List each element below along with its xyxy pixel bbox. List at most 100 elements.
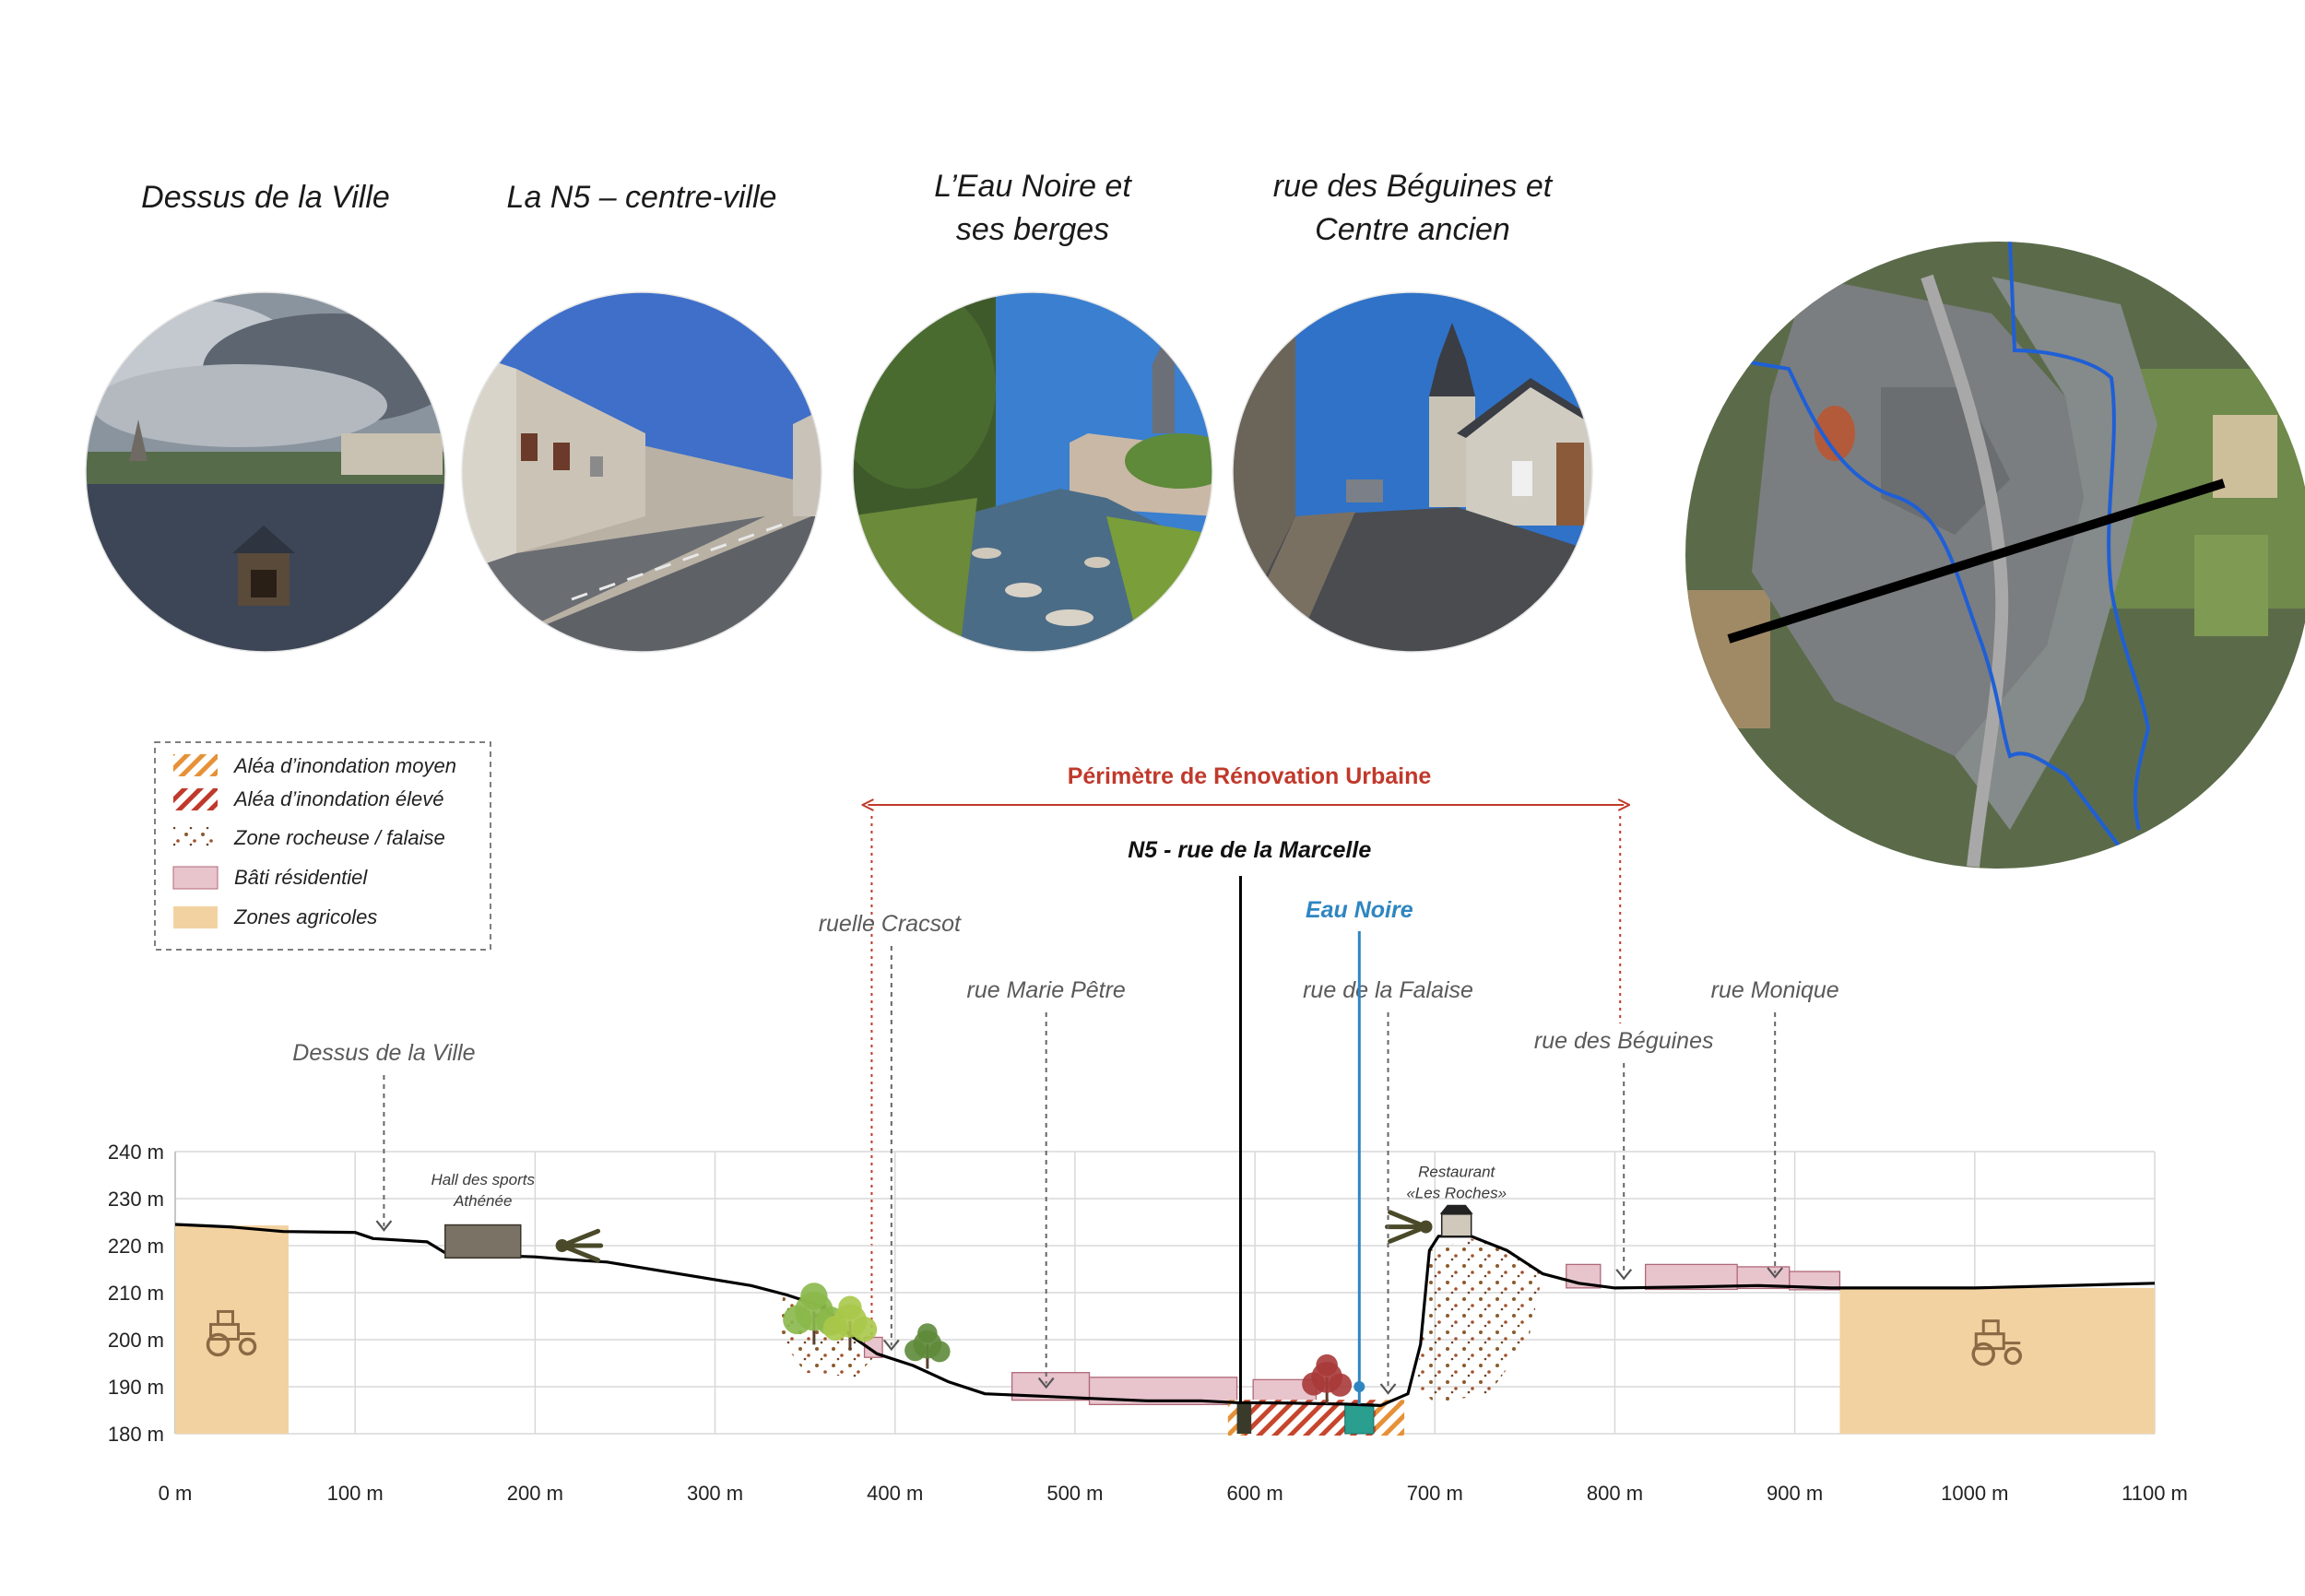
street-label: Dessus de la Ville (292, 1040, 475, 1066)
photo-title-n5-centre-ville: La N5 – centre-ville (507, 180, 777, 215)
street-arrowhead (1767, 1267, 1784, 1279)
photo-title-beguines-line2: Centre ancien (1315, 212, 1510, 247)
x-tick-label: 300 m (687, 1482, 743, 1505)
x-tick-label: 800 m (1587, 1482, 1643, 1505)
tractor-icon (206, 1309, 257, 1357)
x-tick-label: 600 m (1227, 1482, 1283, 1505)
street-label: rue Marie Pêtre (967, 977, 1126, 1003)
rock-zone-cliff (1416, 1238, 1543, 1403)
viewpoint-ray (560, 1243, 601, 1263)
n5-label: N5 - rue de la Marcelle (1128, 837, 1371, 863)
tree-crown (917, 1323, 938, 1343)
tree-crown (838, 1295, 862, 1320)
y-tick-label: 180 m (108, 1423, 164, 1446)
street-arrowhead (375, 1220, 393, 1232)
photo-rue-des-beguines (1233, 292, 1592, 652)
tree-crown (1302, 1372, 1326, 1396)
eau-noire-label: Eau Noire (1306, 897, 1413, 923)
street-label: rue des Béguines (1534, 1028, 1714, 1054)
agricultural-zone-right (1839, 1287, 2155, 1434)
tree-crown (1328, 1373, 1353, 1397)
viewpoint-icon (1385, 1210, 1433, 1244)
restaurant-label-line1: Restaurant (1418, 1164, 1495, 1181)
street-label: rue Monique (1711, 977, 1839, 1003)
tree-crown (783, 1305, 812, 1335)
viewpoint-icon (555, 1228, 604, 1263)
x-tick-label: 100 m (327, 1482, 384, 1505)
photo-frame (852, 291, 1213, 653)
perimeter-label: Périmètre de Rénovation Urbaine (1068, 763, 1432, 789)
x-tick-label: 1100 m (2122, 1482, 2188, 1505)
tree-crown (904, 1340, 927, 1362)
tractor-wheel (238, 1337, 257, 1356)
street-markers: ruelle Cracsot rue Marie Pêtre rue de la F… (292, 911, 1839, 1395)
legend-swatch-flood-high (173, 788, 218, 810)
agricultural-zone-left (175, 1225, 289, 1434)
aerial-map (1685, 242, 2305, 869)
section-cut-line (1727, 479, 2226, 644)
tree-crown (928, 1341, 951, 1363)
tree-crown (1316, 1354, 1338, 1377)
hall-label-line1: Hall des sports (431, 1171, 536, 1188)
legend-frame (154, 741, 491, 951)
x-tick-label: 200 m (507, 1482, 563, 1505)
y-tick-label: 210 m (108, 1282, 164, 1305)
x-tick-label: 900 m (1767, 1482, 1823, 1505)
restaurant-label-line2: «Les Roches» (1406, 1185, 1507, 1202)
viewpoint-ray (1388, 1224, 1429, 1244)
x-tick-label: 1000 m (1941, 1482, 2008, 1505)
hall-des-sports-building (444, 1224, 522, 1259)
photo-title-eau-noire-line1: L’Eau Noire et (934, 169, 1132, 204)
tree-crown (800, 1283, 828, 1310)
tree-icons (783, 1283, 1353, 1404)
x-tick-label: 0 m (159, 1482, 193, 1505)
legend-label-flood-high: Aléa d’inondation élevé (232, 787, 444, 810)
residential-building (1789, 1271, 1841, 1291)
legend-swatch-flood-medium (173, 754, 218, 776)
street-label: rue de la Falaise (1303, 977, 1473, 1003)
restaurant-building (1439, 1204, 1473, 1237)
y-tick-label: 240 m (108, 1141, 164, 1164)
tractor-wheel (206, 1332, 230, 1357)
photo-frame (85, 291, 446, 653)
photo-dessus-de-la-ville (86, 292, 445, 652)
restaurant-roof (1439, 1204, 1473, 1214)
photo-title-dessus-de-la-ville: Dessus de la Ville (141, 180, 390, 215)
legend-label-residential: Bâti résidentiel (234, 866, 368, 889)
photo-frame (461, 291, 822, 653)
tractor-wheel (1971, 1342, 1995, 1366)
viewpoint-ray (1388, 1210, 1429, 1230)
y-tick-label: 230 m (108, 1188, 164, 1211)
y-tick-label: 190 m (108, 1376, 164, 1399)
legend-label-rock: Zone rocheuse / falaise (233, 826, 445, 849)
street-arrowhead (1379, 1383, 1397, 1395)
photo-n5-centre-ville (462, 292, 822, 652)
viewpoint-ray (560, 1228, 601, 1248)
tractor-cab (217, 1309, 235, 1326)
y-tick-label: 200 m (108, 1329, 164, 1352)
x-tick-label: 400 m (867, 1482, 923, 1505)
x-tick-label: 700 m (1407, 1482, 1463, 1505)
photo-title-eau-noire-line2: ses berges (956, 212, 1109, 247)
legend-label-flood-medium: Aléa d’inondation moyen (232, 754, 456, 777)
street-arrowhead (1615, 1269, 1633, 1281)
legend-label-agricultural: Zones agricoles (233, 905, 377, 928)
restaurant-body (1440, 1213, 1472, 1237)
x-tick-labels: 0 m 100 m 200 m 300 m 400 m 500 m 600 m 700 m 80… (159, 1482, 2188, 1505)
hall-label-line2: Athénée (453, 1192, 512, 1210)
tractor-cab (1981, 1319, 2000, 1336)
street-arrowhead (882, 1339, 900, 1352)
tree-crown (822, 1315, 848, 1342)
x-tick-label: 500 m (1046, 1482, 1103, 1505)
photo-eau-noire (853, 292, 1212, 652)
tractor-icon (1971, 1319, 2022, 1366)
photo-title-beguines-line1: rue des Béguines et (1273, 169, 1554, 204)
photo-frame (1232, 291, 1593, 653)
street-label: ruelle Cracsot (819, 911, 962, 937)
eau-noire-marker-dot (1353, 1381, 1365, 1392)
street-arrowhead (1037, 1377, 1055, 1389)
river-channel (1344, 1403, 1375, 1435)
